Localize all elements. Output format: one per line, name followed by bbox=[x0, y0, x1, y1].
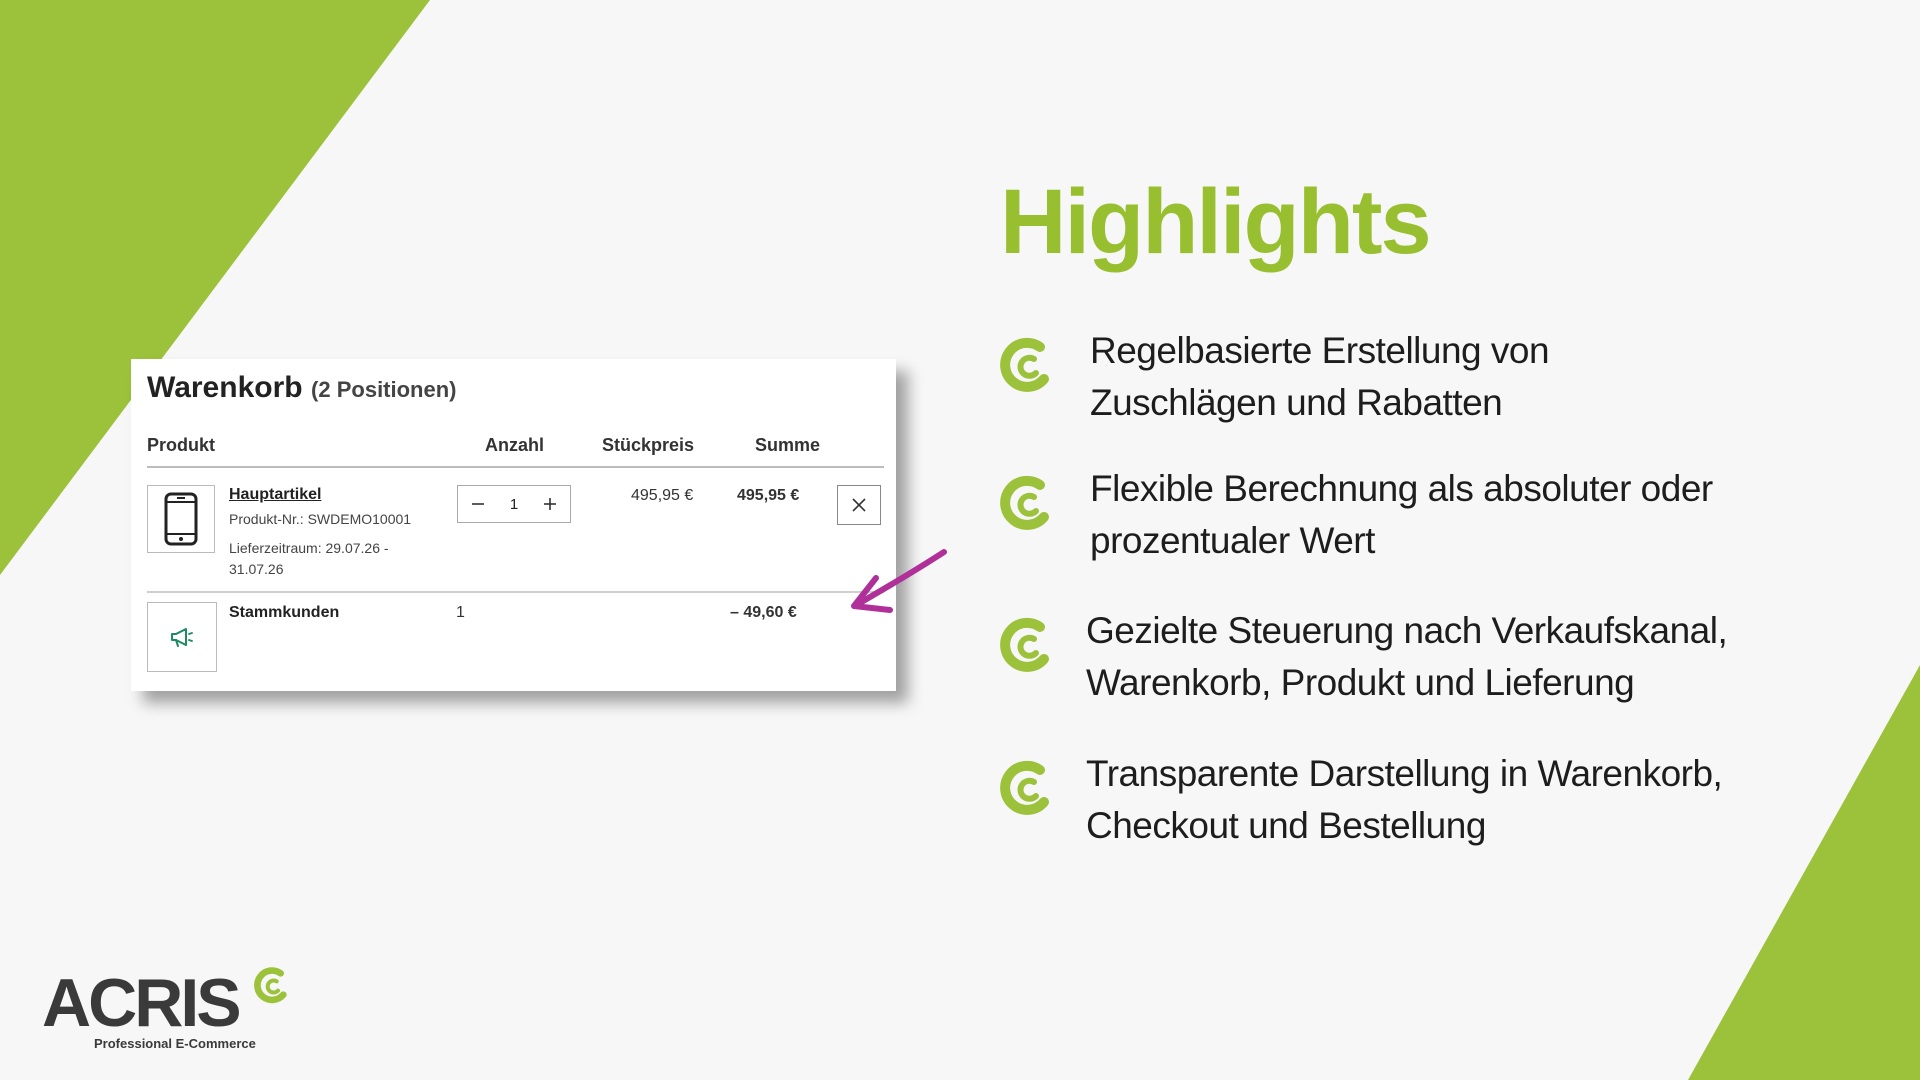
quantity-stepper[interactable]: 1 bbox=[457, 485, 571, 523]
bottom-right-green-shape bbox=[1688, 665, 1920, 1080]
delivery-period: Lieferzeitraum: 29.07.26 - bbox=[229, 540, 389, 556]
highlight-item: Flexible Berechnung als absoluter oder p… bbox=[996, 463, 1756, 573]
highlight-text-line: prozentualer Wert bbox=[1090, 520, 1375, 561]
highlight-item: Gezielte Steuerung nach Verkaufskanal, W… bbox=[996, 605, 1756, 715]
header-divider bbox=[147, 466, 884, 468]
product-thumbnail[interactable] bbox=[147, 485, 215, 553]
acris-c-icon bbox=[1000, 760, 1049, 815]
remove-item-button[interactable] bbox=[837, 485, 881, 525]
discount-name: Stammkunden bbox=[229, 604, 340, 621]
cart-title-text: Warenkorb bbox=[147, 371, 303, 404]
row-divider bbox=[147, 591, 884, 593]
logo-tagline: Professional E-Commerce bbox=[94, 1036, 256, 1051]
highlight-text-line: Regelbasierte Erstellung von bbox=[1090, 330, 1550, 371]
acris-logo: ACRIS Professional E-Commerce bbox=[42, 965, 302, 1051]
discount-quantity: 1 bbox=[456, 604, 465, 621]
column-header-total: Summe bbox=[755, 435, 821, 455]
decrease-quantity-button[interactable] bbox=[468, 494, 488, 514]
smartphone-icon bbox=[164, 492, 198, 546]
highlight-text-line: Gezielte Steuerung nach Verkaufskanal, bbox=[1086, 610, 1728, 651]
acris-c-icon bbox=[1000, 337, 1049, 392]
column-header-product: Produkt bbox=[147, 435, 216, 455]
unit-price: 495,95 € bbox=[631, 487, 694, 504]
discount-thumbnail bbox=[147, 602, 217, 672]
megaphone-icon bbox=[171, 628, 193, 647]
highlight-text-line: Transparente Darstellung in Warenkorb, bbox=[1086, 753, 1723, 794]
discount-total: – 49,60 € bbox=[730, 604, 797, 621]
acris-c-icon bbox=[1000, 475, 1049, 530]
logo-wordmark: ACRIS bbox=[42, 965, 242, 1041]
pointer-arrow-icon bbox=[851, 549, 947, 613]
increase-quantity-button[interactable] bbox=[540, 494, 560, 514]
cart-card: Warenkorb (2 Positionen) Produkt Anzahl … bbox=[131, 359, 896, 691]
line-total: 495,95 € bbox=[737, 487, 800, 504]
product-name-link[interactable]: Hauptartikel bbox=[229, 486, 322, 503]
close-icon bbox=[852, 498, 866, 512]
acris-c-icon bbox=[1000, 617, 1049, 672]
delivery-period-end: 31.07.26 bbox=[229, 561, 284, 577]
plus-icon bbox=[544, 498, 556, 510]
column-header-unit-price: Stückpreis bbox=[602, 435, 695, 455]
acris-c-icon bbox=[254, 967, 287, 1004]
quantity-value[interactable]: 1 bbox=[509, 495, 519, 513]
highlight-text-line: Zuschlägen und Rabatten bbox=[1090, 382, 1503, 423]
product-sku: Produkt-Nr.: SWDEMO10001 bbox=[229, 511, 412, 527]
cart-item-count: (2 Positionen) bbox=[311, 377, 457, 402]
cart-title: Warenkorb (2 Positionen) bbox=[147, 371, 457, 405]
highlight-item: Transparente Darstellung in Warenkorb, C… bbox=[996, 748, 1756, 858]
highlight-text-line: Checkout und Bestellung bbox=[1086, 805, 1486, 846]
top-left-green-shape bbox=[0, 0, 430, 575]
highlight-item: Regelbasierte Erstellung von Zuschlägen … bbox=[996, 325, 1756, 435]
highlight-text-line: Flexible Berechnung als absoluter oder bbox=[1090, 468, 1713, 509]
highlight-text-line: Warenkorb, Produkt und Lieferung bbox=[1086, 662, 1635, 703]
minus-icon bbox=[472, 503, 484, 505]
highlights-heading: Highlights bbox=[1000, 171, 1432, 273]
column-header-quantity: Anzahl bbox=[485, 435, 545, 455]
